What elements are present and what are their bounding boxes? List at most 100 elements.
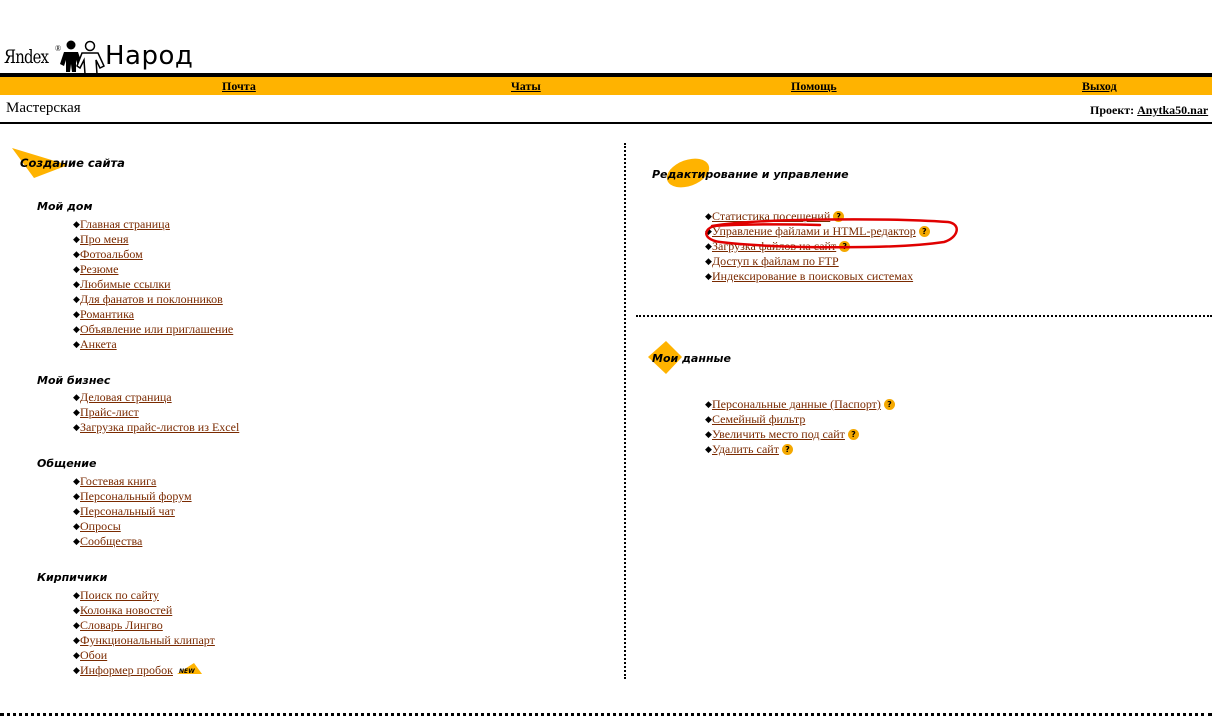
list-item: ◆Обои: [73, 648, 215, 663]
logo-registered-mark: ®: [55, 44, 62, 53]
top-nav: Почта Чаты Помощь Выход: [0, 77, 1212, 95]
list-item: ◆Колонка новостей: [73, 603, 215, 618]
diamond-bullet-icon: ◆: [705, 444, 712, 454]
list-item: ◆Объявление или приглашение: [73, 322, 233, 337]
link-personal-data-passport[interactable]: Персональные данные (Паспорт): [712, 397, 881, 411]
right-section-separator: [636, 315, 1212, 317]
help-icon[interactable]: ?: [833, 211, 845, 222]
diamond-bullet-icon: ◆: [73, 590, 80, 600]
diamond-bullet-icon: ◆: [73, 635, 80, 645]
link-increase-space[interactable]: Увеличить место под сайт: [712, 427, 845, 441]
diamond-bullet-icon: ◆: [73, 506, 80, 516]
list-item: ◆Про меня: [73, 232, 233, 247]
page-title: Мастерская: [6, 100, 81, 116]
link-family-filter[interactable]: Семейный фильтр: [712, 412, 806, 426]
diamond-bullet-icon: ◆: [73, 279, 80, 289]
diamond-bullet-icon: ◆: [73, 392, 80, 402]
link-functional-clipart[interactable]: Функциональный клипарт: [80, 633, 215, 647]
diamond-bullet-icon: ◆: [705, 226, 712, 236]
project-link[interactable]: Anytka50.nar: [1137, 103, 1209, 117]
my-business-list: ◆Деловая страница ◆Прайс-лист ◆Загрузка …: [73, 390, 239, 435]
link-wallpapers[interactable]: Обои: [80, 648, 108, 662]
footer-separator: [0, 713, 1212, 716]
link-photo-album[interactable]: Фотоальбом: [80, 247, 143, 261]
link-questionnaire[interactable]: Анкета: [80, 337, 117, 351]
link-delete-site[interactable]: Удалить сайт: [712, 442, 779, 456]
my-home-list: ◆Главная страница ◆Про меня ◆Фотоальбом …: [73, 217, 233, 352]
diamond-bullet-icon: ◆: [73, 234, 80, 244]
list-item: ◆Любимые ссылки: [73, 277, 233, 292]
link-resume[interactable]: Резюме: [80, 262, 119, 276]
diamond-bullet-icon: ◆: [73, 324, 80, 334]
list-item: ◆Главная страница: [73, 217, 233, 232]
link-communities[interactable]: Сообщества: [80, 534, 143, 548]
diamond-bullet-icon: ◆: [73, 309, 80, 319]
link-ftp-access[interactable]: Доступ к файлам по FTP: [712, 254, 839, 268]
help-icon[interactable]: ?: [918, 226, 930, 237]
link-news-column[interactable]: Колонка новостей: [80, 603, 173, 617]
list-item: ◆Гостевая книга: [73, 474, 192, 489]
new-badge-icon: NEW: [176, 663, 203, 675]
group-title-my-business: Мой бизнес: [37, 374, 111, 387]
column-separator: [624, 143, 626, 679]
link-site-search[interactable]: Поиск по сайту: [80, 588, 159, 602]
section-marker-icon: [648, 341, 682, 374]
logo[interactable]: Яndex ® Народ: [4, 40, 204, 88]
diamond-bullet-icon: ◆: [73, 422, 80, 432]
link-search-indexing[interactable]: Индексирование в поисковых системах: [712, 269, 914, 283]
help-icon[interactable]: ?: [781, 444, 793, 455]
list-item: ◆Фотоальбом: [73, 247, 233, 262]
link-personal-chat[interactable]: Персональный чат: [80, 504, 175, 518]
new-badge-label: NEW: [178, 668, 195, 675]
list-item: ◆Семейный фильтр: [705, 412, 895, 427]
link-romance[interactable]: Романтика: [80, 307, 135, 321]
help-icon[interactable]: ?: [883, 399, 895, 410]
link-lingvo-dictionary[interactable]: Словарь Лингво: [80, 618, 163, 632]
section-title-edit-manage: Редактирование и управление: [652, 168, 849, 181]
link-main-page[interactable]: Главная страница: [80, 217, 170, 231]
help-icon[interactable]: ?: [847, 429, 859, 440]
link-business-page[interactable]: Деловая страница: [80, 390, 172, 404]
group-title-bricks: Кирпичики: [37, 571, 108, 584]
diamond-bullet-icon: ◆: [73, 407, 80, 417]
list-item: ◆Загрузка прайс-листов из Excel: [73, 420, 239, 435]
list-item: ◆Анкета: [73, 337, 233, 352]
diamond-bullet-icon: ◆: [73, 249, 80, 259]
nav-help-link[interactable]: Помощь: [791, 79, 837, 93]
diamond-bullet-icon: ◆: [705, 211, 712, 221]
communication-list: ◆Гостевая книга ◆Персональный форум ◆Пер…: [73, 474, 192, 549]
nav-chats-link[interactable]: Чаты: [511, 79, 541, 93]
link-polls[interactable]: Опросы: [80, 519, 121, 533]
diamond-bullet-icon: ◆: [705, 429, 712, 439]
list-item: ◆Функциональный клипарт: [73, 633, 215, 648]
diamond-bullet-icon: ◆: [705, 256, 712, 266]
list-item: ◆Сообщества: [73, 534, 192, 549]
link-favorite-links[interactable]: Любимые ссылки: [80, 277, 171, 291]
list-item: ◆Романтика: [73, 307, 233, 322]
list-item: ◆Управление файлами и HTML-редактор?: [705, 224, 930, 239]
people-icon: [60, 40, 105, 88]
link-file-manager-html-editor[interactable]: Управление файлами и HTML-редактор: [712, 224, 916, 238]
link-announcement[interactable]: Объявление или приглашение: [80, 322, 234, 336]
list-item: ◆Деловая страница: [73, 390, 239, 405]
list-item: ◆Увеличить место под сайт?: [705, 427, 895, 442]
diamond-bullet-icon: ◆: [73, 264, 80, 274]
diamond-bullet-icon: ◆: [73, 650, 80, 660]
diamond-bullet-icon: ◆: [73, 620, 80, 630]
nav-mail-link[interactable]: Почта: [222, 79, 256, 93]
diamond-bullet-icon: ◆: [73, 476, 80, 486]
link-for-fans[interactable]: Для фанатов и поклонников: [80, 292, 223, 306]
section-marker-icon: [12, 148, 68, 178]
link-price-upload-excel[interactable]: Загрузка прайс-листов из Excel: [80, 420, 240, 434]
link-traffic-informer[interactable]: Информер пробок: [80, 663, 173, 677]
link-guestbook[interactable]: Гостевая книга: [80, 474, 157, 488]
nav-logout-link[interactable]: Выход: [1082, 79, 1117, 93]
link-price-list[interactable]: Прайс-лист: [80, 405, 139, 419]
my-data-list: ◆Персональные данные (Паспорт)? ◆Семейны…: [705, 397, 895, 457]
link-personal-forum[interactable]: Персональный форум: [80, 489, 192, 503]
link-about-me[interactable]: Про меня: [80, 232, 129, 246]
header-divider: [0, 73, 1212, 77]
diamond-bullet-icon: ◆: [705, 241, 712, 251]
list-item: ◆Персональные данные (Паспорт)?: [705, 397, 895, 412]
